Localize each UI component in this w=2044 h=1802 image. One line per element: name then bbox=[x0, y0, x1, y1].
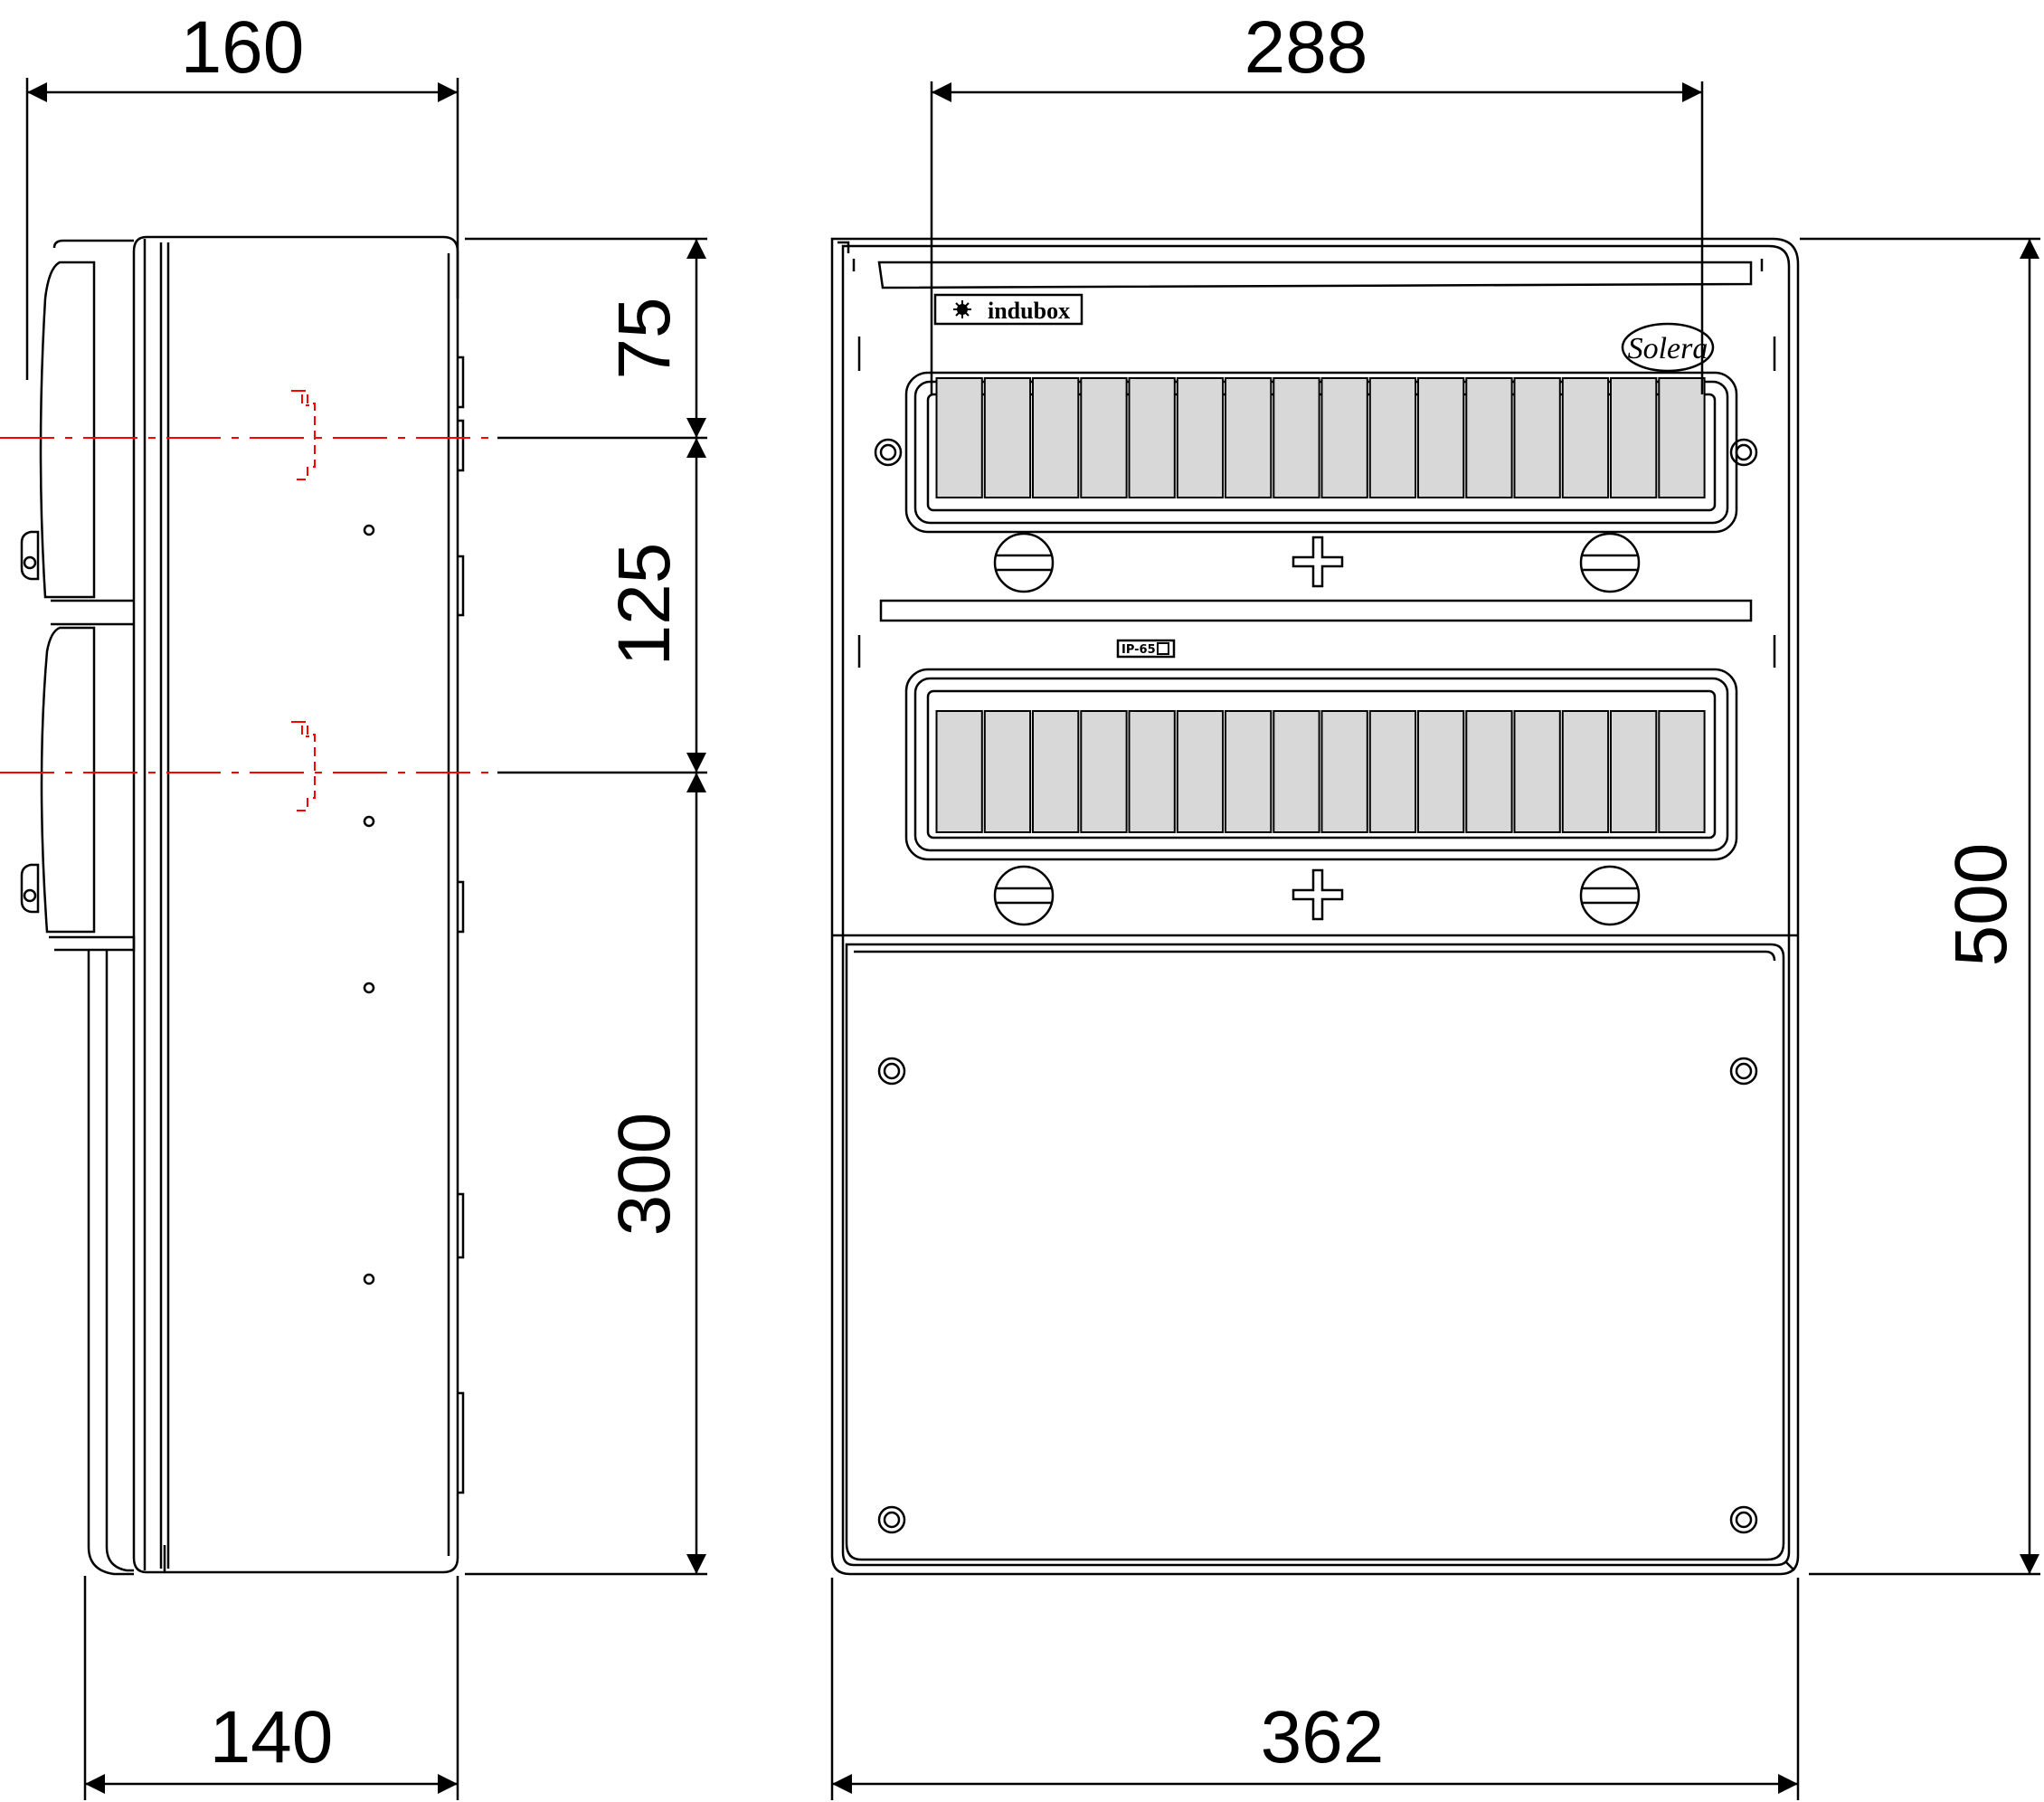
knob-icons bbox=[993, 532, 1641, 926]
dimension-lines bbox=[25, 78, 2040, 1800]
module-slot bbox=[1273, 377, 1320, 498]
logo-label: Solera bbox=[1628, 332, 1708, 365]
module-slot bbox=[1032, 377, 1080, 498]
module-slot bbox=[935, 710, 983, 833]
side-view bbox=[20, 235, 465, 1576]
module-slot bbox=[1320, 710, 1368, 833]
module-slot bbox=[1417, 710, 1465, 833]
module-slot bbox=[1417, 377, 1465, 498]
module-slot bbox=[1465, 377, 1513, 498]
module-row-upper bbox=[935, 377, 1706, 498]
screw-icons bbox=[874, 438, 1758, 1534]
module-slot bbox=[983, 710, 1032, 833]
module-slot bbox=[1128, 710, 1176, 833]
module-slot bbox=[983, 377, 1032, 498]
dim-300-label: 300 bbox=[603, 1113, 686, 1237]
cross-icons bbox=[1292, 536, 1344, 921]
ip-rating-label: IP-65 bbox=[1121, 643, 1156, 657]
front-view bbox=[830, 237, 1800, 1576]
module-slot bbox=[1225, 710, 1273, 833]
module-slot bbox=[1610, 377, 1658, 498]
sun-icon bbox=[953, 300, 971, 318]
din-rails bbox=[0, 390, 488, 811]
dim-140-label: 140 bbox=[210, 1696, 334, 1778]
dim-500-label: 500 bbox=[1940, 843, 2022, 967]
module-slot bbox=[1513, 377, 1561, 498]
module-slot bbox=[1465, 710, 1513, 833]
module-slot bbox=[1273, 710, 1320, 833]
module-slot bbox=[1320, 377, 1368, 498]
module-row-lower bbox=[935, 710, 1706, 833]
module-slot bbox=[1080, 377, 1128, 498]
dim-288-label: 288 bbox=[1244, 6, 1368, 89]
module-slot bbox=[1368, 710, 1417, 833]
brand-plate: indubox bbox=[953, 298, 1070, 324]
module-slot bbox=[1513, 710, 1561, 833]
module-slot bbox=[1610, 710, 1658, 833]
dim-125-label: 125 bbox=[603, 543, 686, 667]
module-slot bbox=[1368, 377, 1417, 498]
ip-symbol-icon bbox=[1157, 642, 1169, 655]
module-slot bbox=[1561, 710, 1610, 833]
brand-label: indubox bbox=[988, 298, 1070, 324]
module-slot bbox=[1561, 377, 1610, 498]
module-slot bbox=[1658, 377, 1706, 498]
module-slot bbox=[1176, 377, 1225, 498]
module-slot bbox=[1032, 710, 1080, 833]
module-slot bbox=[1225, 377, 1273, 498]
module-slot bbox=[1128, 377, 1176, 498]
module-slot bbox=[1080, 710, 1128, 833]
module-slot bbox=[935, 377, 983, 498]
dim-160-label: 160 bbox=[181, 6, 305, 89]
dim-75-label: 75 bbox=[603, 297, 686, 379]
module-slot bbox=[1658, 710, 1706, 833]
module-slot bbox=[1176, 710, 1225, 833]
dim-362-label: 362 bbox=[1261, 1696, 1385, 1778]
